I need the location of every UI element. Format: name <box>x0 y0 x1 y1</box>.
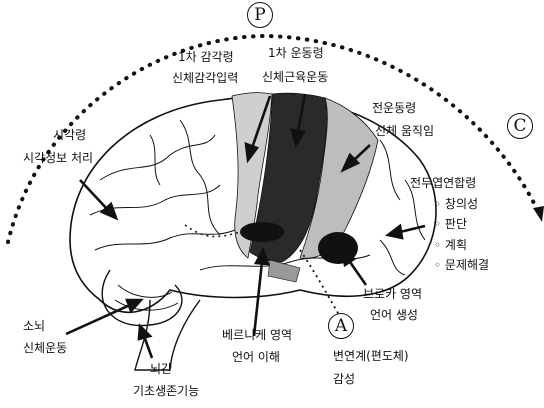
cerebellum-desc: 신체운동 <box>23 341 67 355</box>
arc-arrowhead <box>533 206 544 222</box>
brainstem-title: 뇌간 <box>150 362 172 376</box>
bullet-icon: ◦ <box>434 217 441 231</box>
premotor-title: 전운동령 <box>372 101 416 115</box>
brainstem-desc: 기초생존기능 <box>133 384 199 398</box>
limbic-title: 변연계(편도체) <box>333 349 409 363</box>
motor-desc: 신체근육운동 <box>262 70 328 84</box>
visual-title: 시각령 <box>53 128 86 142</box>
sensory-title: 1차 감각령 <box>178 50 234 64</box>
prefrontal-title: 전두엽연합령 <box>410 176 476 190</box>
prefrontal-item: ◦ 계획 <box>434 238 467 252</box>
broca-desc: 언어 생성 <box>370 308 418 322</box>
wernicke-area <box>240 222 284 242</box>
limbic-desc: 감성 <box>333 372 355 386</box>
wernicke-title: 베르니케 영역 <box>222 328 292 342</box>
broca-title: 브로카 영역 <box>363 287 422 301</box>
motor-title: 1차 운동령 <box>268 46 324 60</box>
visual-desc: 시각정보 처리 <box>23 151 93 165</box>
premotor-desc: 신체 움직임 <box>375 124 434 138</box>
prefrontal-item: ◦ 창의성 <box>434 197 478 211</box>
marker-p: P <box>247 2 273 28</box>
sensory-desc: 신체감각입력 <box>172 71 238 85</box>
prefrontal-item: ◦ 문제해결 <box>434 258 489 272</box>
prefrontal-item: ◦ 판단 <box>434 217 467 231</box>
bullet-icon: ◦ <box>434 258 441 272</box>
cerebellum-title: 소뇌 <box>23 319 45 333</box>
bullet-icon: ◦ <box>434 238 441 252</box>
marker-c: C <box>507 113 533 139</box>
bullet-icon: ◦ <box>434 197 441 211</box>
marker-a: A <box>328 313 354 339</box>
wernicke-desc: 언어 이해 <box>232 350 280 364</box>
